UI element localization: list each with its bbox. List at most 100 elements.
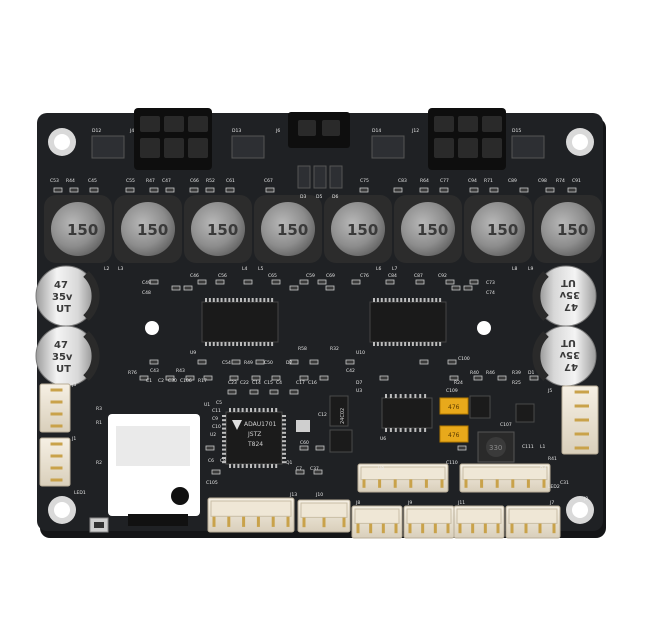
svg-text:UT: UT [561, 277, 576, 288]
power-inductor: 330 [477, 431, 515, 463]
svg-text:35v: 35v [559, 289, 580, 300]
silk-label-l7: L7 [392, 266, 398, 272]
silk-label-c12: C12 [318, 412, 327, 418]
silk-label-c83: C83 [398, 178, 407, 184]
silk-label-c49: C49 [142, 280, 151, 286]
tantalum-label-1: 476 [448, 404, 460, 411]
silk-label-c87: C87 [414, 273, 423, 279]
silk-label-c48: C48 [142, 290, 151, 296]
svg-text:35v: 35v [52, 352, 73, 363]
silk-label-j10: J10 [315, 492, 323, 498]
silk-label-r74: R74 [556, 178, 565, 184]
connector-j1 [39, 437, 71, 487]
silk-label-d13: D13 [232, 128, 241, 134]
dsp-chip-label-2: JSTZ [247, 431, 261, 438]
silk-label-u2: U2 [210, 432, 216, 438]
silk-label-r32: R32 [330, 346, 339, 352]
connector-j9 [403, 505, 455, 539]
dsp-chip: ADAU1701 JSTZ T824 [222, 408, 286, 468]
silk-label-c16: C16 [308, 380, 317, 386]
silk-label-d15: D15 [512, 128, 521, 134]
dsp-chip-label-3: T824 [247, 441, 263, 448]
silk-label-j2: J2 [583, 496, 588, 502]
inductor-8: 150 [534, 195, 602, 263]
dsp-chip-label-1: ADAU1701 [244, 421, 277, 428]
silk-label-d4: D4 [540, 466, 546, 472]
silk-label-u6: U6 [380, 436, 386, 442]
silk-label-j6: J6 [275, 128, 280, 134]
silk-label-j9: J9 [407, 500, 412, 506]
silk-label-c22: C22 [240, 380, 249, 386]
inductor-label: 150 [347, 221, 378, 239]
silk-label-r1: R1 [96, 420, 102, 426]
silk-label-c47: C47 [162, 178, 171, 184]
silk-label-j3: J3 [71, 382, 76, 388]
silk-label-l1: L1 [540, 444, 546, 450]
silk-label-c89: C89 [508, 178, 517, 184]
silk-label-c105: C105 [206, 480, 218, 486]
silk-label-u8: U8 [378, 466, 384, 472]
silk-label-c76: C76 [360, 273, 369, 279]
silk-label-c110: C110 [446, 460, 458, 466]
silk-label-c6: C6 [208, 458, 214, 464]
silk-label-c65: C65 [268, 273, 277, 279]
connector-j7 [505, 505, 561, 539]
silk-label-u10: U10 [356, 350, 365, 356]
silk-label-c37: C37 [310, 466, 319, 472]
silk-label-c1: C1 [146, 378, 152, 384]
silk-label-c94: C94 [468, 178, 477, 184]
silk-label-r44: R44 [66, 178, 75, 184]
eeprom-label: 24C02 [340, 408, 346, 424]
silk-label-c43: C43 [150, 368, 159, 374]
svg-text:47: 47 [54, 340, 68, 351]
silk-label-d3: D3 [300, 194, 306, 200]
inductor-label: 150 [277, 221, 308, 239]
inductor-label: 150 [207, 221, 238, 239]
silk-label-u1: U1 [204, 402, 210, 408]
silk-label-r64: R64 [420, 178, 429, 184]
silk-label-c50: C50 [264, 360, 273, 366]
silk-label-c77: C77 [440, 178, 449, 184]
silk-label-d2: D2 [286, 360, 292, 366]
silk-label-c98: C98 [538, 178, 547, 184]
silk-label-j7: J7 [549, 500, 554, 506]
inductor-label: 150 [557, 221, 588, 239]
silk-label-d5: D5 [316, 194, 322, 200]
chip-u6 [381, 394, 433, 432]
silk-label-l2: L2 [104, 266, 110, 272]
silk-label-c92: C92 [438, 273, 447, 279]
silk-label-c56: C56 [218, 273, 227, 279]
inductor-label: 150 [137, 221, 168, 239]
silk-label-r40: R40 [470, 370, 479, 376]
silk-label-c5: C5 [216, 400, 222, 406]
silk-label-d6: D6 [332, 194, 338, 200]
silk-label-c75: C75 [360, 178, 369, 184]
silk-label-c46: C46 [190, 273, 199, 279]
silk-label-l6: L6 [376, 266, 382, 272]
silk-label-c111: C111 [522, 444, 534, 450]
silk-label-r17: R17 [198, 378, 207, 384]
power-inductor-label: 330 [489, 444, 502, 452]
silk-label-r41: R41 [548, 456, 557, 462]
svg-text:UT: UT [56, 364, 71, 375]
eeprom-chip: 24C02 [329, 395, 349, 427]
silk-label-c59: C59 [306, 273, 315, 279]
silk-label-c100: C100 [458, 356, 470, 362]
silk-label-c109: C109 [446, 388, 458, 394]
silk-label-d1: D1 [528, 370, 534, 376]
svg-text:35v: 35v [559, 349, 580, 360]
silk-label-c74: C74 [486, 290, 495, 296]
silk-label-c61: C61 [226, 178, 235, 184]
tantalum-capacitors: 476 476 [439, 397, 469, 443]
silk-label-l5: L5 [258, 266, 264, 272]
silk-label-c30: C30 [168, 378, 177, 384]
silk-label-r49: R49 [244, 360, 253, 366]
connector-u8-a [357, 463, 449, 493]
